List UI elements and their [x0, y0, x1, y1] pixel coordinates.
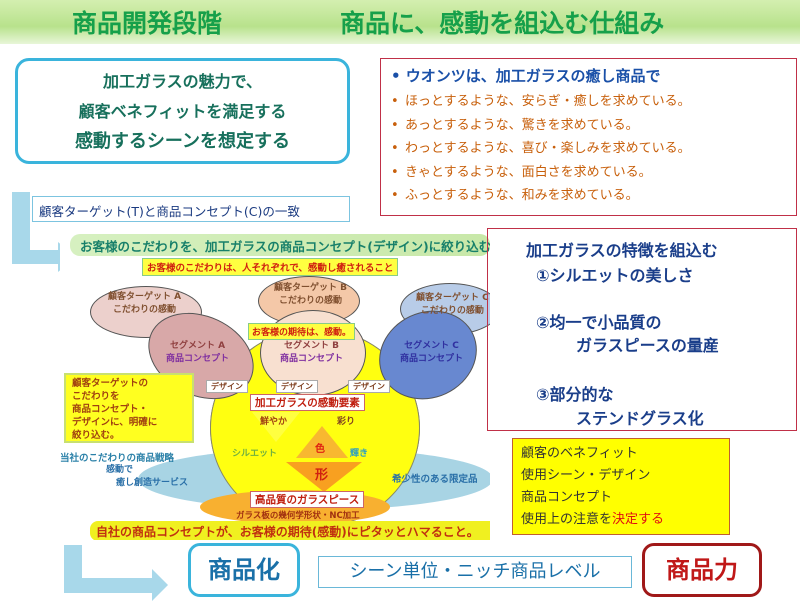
- note-box: 顧客ターゲットのこだわりを商品コンセプト・デザインに、明確に絞り込む。: [64, 373, 194, 443]
- element-silhouette: シルエット: [232, 449, 278, 459]
- text-line: 癒し創造サービス: [116, 478, 189, 488]
- text-line: 商品コンセプト: [166, 354, 230, 364]
- scene-level-box: シーン単位・ニッチ商品レベル: [318, 556, 632, 588]
- goal-box: 加工ガラスの魅力で、 顧客ベネフィットを満足する 感動するシーンを想定する: [15, 58, 350, 164]
- arrow-head-icon: [152, 569, 168, 601]
- title-right: 商品に、感動を組込む仕組み: [340, 9, 665, 38]
- benefit-line: 使用上の注意を決定する: [521, 509, 721, 531]
- diagram-banner-bottom: 自社の商品コンセプトが、お客様の期待(感動)にピタッとハマること。: [96, 525, 479, 539]
- feature-item: ③部分的な: [536, 385, 614, 404]
- diagram-banner-top: お客様のこだわりを、加工ガラスの商品コンセプト(デザイン)に絞り込む: [80, 239, 490, 254]
- text-span: 使用上の注意を: [521, 512, 613, 527]
- product-power-box: 商品力: [642, 543, 762, 597]
- text-line: 顧客ターゲット B: [274, 283, 347, 293]
- goal-line: 加工ガラスの魅力で、: [102, 72, 263, 91]
- text-line: 商品コンセプト: [400, 354, 464, 364]
- text-line: 感動で: [106, 465, 134, 475]
- wants-heading: • ウオンツは、加工ガラスの癒し商品で: [391, 67, 661, 85]
- text-line: セグメント B: [284, 341, 339, 351]
- target-a: 顧客ターゲット A こだわりの感動: [108, 291, 181, 317]
- triangle-icon: [252, 412, 300, 442]
- text-line: 顧客ターゲット A: [108, 292, 182, 302]
- arrow-icon: [12, 250, 60, 264]
- text-line: こだわりの感動: [113, 305, 177, 315]
- benefit-line: 顧客のベネフィット: [521, 446, 638, 461]
- wants-item: きゃとするような、面白さを求めている。: [391, 161, 786, 185]
- text-line: セグメント A: [169, 341, 226, 351]
- design-label: デザイン: [276, 380, 318, 393]
- benefit-box: 顧客のベネフィット 使用シーン・デザイン 商品コンセプト 使用上の注意を決定する: [512, 438, 730, 535]
- text-line: こだわりを: [72, 391, 120, 402]
- feature-item: ②均一で小品質の: [536, 313, 662, 332]
- expectation-label: お客様の期待は、感動。: [248, 323, 356, 340]
- text-line: 商品コンセプト・: [72, 404, 149, 415]
- title-left: 商品開発段階: [72, 9, 223, 38]
- segment-a: セグメント A 商品コンセプト: [166, 340, 229, 366]
- target-c: 顧客ターゲット C こだわりの感動: [416, 292, 489, 318]
- feature-item: ①シルエットの美しさ: [536, 266, 694, 285]
- feature-item: ガラスピースの量産: [576, 336, 719, 355]
- text-line: 顧客ターゲットの: [72, 378, 149, 389]
- elements-title: 加工ガラスの感動要素: [250, 394, 365, 411]
- features-heading: 加工ガラスの特徴を組込む: [526, 241, 718, 260]
- service-label: 感動で癒し創造サービス: [106, 464, 188, 490]
- wants-item: わっとするような、喜び・楽しみを求めている。: [391, 137, 786, 161]
- segment-c: セグメント C 商品コンセプト: [400, 340, 463, 366]
- triangle-icon: [286, 462, 362, 492]
- element-color-tone: 彩り: [337, 417, 356, 427]
- element-shine: 輝き: [350, 449, 369, 459]
- goal-line: 感動するシーンを想定する: [74, 131, 291, 152]
- wants-item: ふっとするような、和みを求めている。: [391, 184, 786, 208]
- text-line: [70, 234, 490, 256]
- element-color: 色: [315, 444, 325, 455]
- process-label: ガラス板の幾何学形状・NC加工: [236, 511, 360, 521]
- commercialize-box: 商品化: [188, 543, 300, 597]
- text-line: セグメント C: [404, 341, 459, 351]
- limited-label: 希少性のある限定品: [392, 474, 478, 485]
- feature-item: ステンドグラス化: [576, 409, 704, 428]
- features-box: 加工ガラスの特徴を組込む ①シルエットの美しさ ②均一で小品質の ガラスピースの…: [487, 228, 797, 431]
- text-line: こだわりの感動: [278, 296, 342, 306]
- wants-item: ほっとするような、安らぎ・癒しを求めている。: [391, 90, 786, 114]
- benefit-line: 使用シーン・デザイン: [521, 468, 651, 483]
- text-line: こだわりの感動: [420, 306, 484, 316]
- segment-b: セグメント B 商品コンセプト: [280, 340, 343, 366]
- beads-label: 高品質のガラスピース: [250, 491, 365, 508]
- diagram-sub-banner: お客様のこだわりは、人それぞれで、感動し癒されること: [142, 258, 399, 276]
- triangle-icon: [296, 426, 348, 458]
- text-line: 顧客ターゲット C: [416, 293, 489, 303]
- text-line: 絞り込む。: [72, 430, 120, 441]
- design-label: デザイン: [206, 380, 248, 393]
- bottom-banner-bg: [90, 521, 490, 540]
- wants-item: あっとするような、驚きを求めている。: [391, 114, 786, 138]
- element-vivid: 鮮やか: [260, 417, 288, 427]
- text-span: 決定する: [612, 512, 665, 527]
- design-label: デザイン: [348, 380, 390, 393]
- title-bar: 商品開発段階 商品に、感動を組込む仕組み: [0, 0, 800, 44]
- arrow-icon: [12, 192, 30, 264]
- text-line: 商品コンセプト: [280, 354, 344, 364]
- match-label: 顧客ターゲット(T)と商品コンセプト(C)の一致: [32, 196, 350, 222]
- goal-line: 顧客ベネフィットを満足する: [78, 102, 287, 121]
- element-shape: 形: [315, 468, 329, 483]
- target-b: 顧客ターゲット B こだわりの感動: [274, 282, 347, 308]
- text-line: デザインに、明確に: [72, 417, 158, 428]
- benefit-line: 商品コンセプト: [521, 490, 613, 505]
- concept-diagram: お客様のこだわりを、加工ガラスの商品コンセプト(デザイン)に絞り込む お客様のこ…: [60, 228, 490, 540]
- arrow-icon: [64, 578, 154, 593]
- wants-box: • ウオンツは、加工ガラスの癒し商品で ほっとするような、安らぎ・癒しを求めてい…: [380, 58, 797, 216]
- strategy-label: 当社のこだわりの商品戦略: [60, 453, 175, 464]
